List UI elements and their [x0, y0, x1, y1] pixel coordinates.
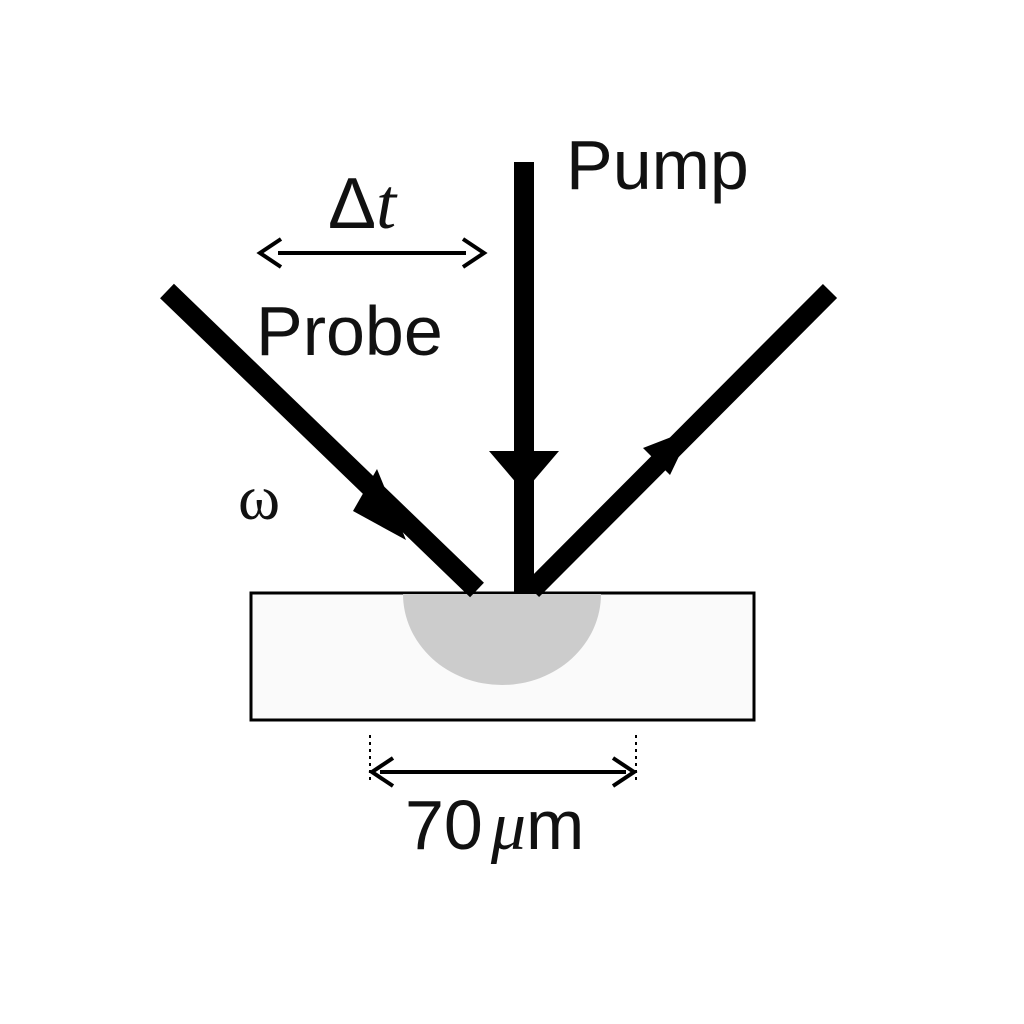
- delay-arrow-right-head: [461, 237, 488, 269]
- size-unit: m: [526, 786, 585, 864]
- size-arrow-right-head: [611, 756, 638, 788]
- probe-incident-arrowhead: [353, 469, 406, 540]
- probe-label: Probe: [256, 292, 443, 370]
- size-arrow-left-head: [368, 756, 395, 788]
- excited-region: [403, 594, 601, 685]
- size-value: 70: [405, 786, 483, 864]
- pump-arrowhead: [489, 451, 559, 492]
- frequency-label: ω: [238, 462, 281, 533]
- delay-arrow-left-head: [256, 237, 283, 269]
- delay-symbol: Δ: [328, 164, 377, 244]
- probe-reflected-arrowhead: [643, 429, 692, 475]
- delay-variable: t: [376, 164, 397, 244]
- pump-label: Pump: [566, 126, 749, 204]
- probe-incident-beam: [160, 283, 484, 598]
- delay-label: Δt: [328, 168, 396, 240]
- size-mu: μ: [490, 788, 527, 865]
